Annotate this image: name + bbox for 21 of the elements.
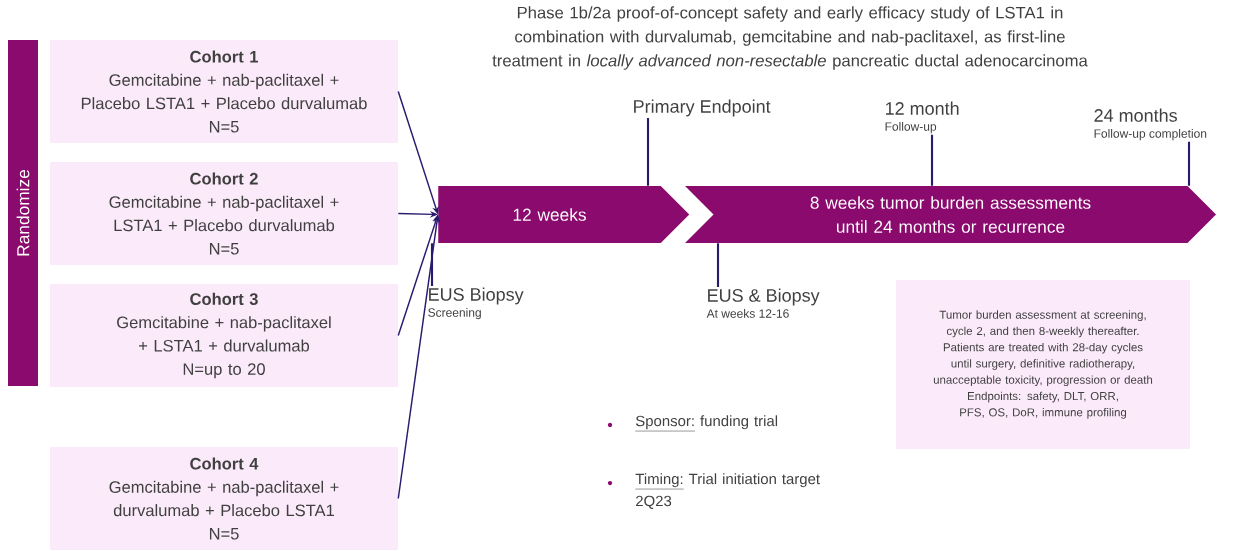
milestone-label: EUS Biopsy Screening [428,287,524,320]
timeline-tick [430,243,434,286]
cohort-box: Cohort 3 Gemcitabine + nab-paclitaxel + LSTA1 + durvalumab N=up to 20 [50,284,398,387]
timeline-tick [646,118,650,186]
timeline-tick [930,134,934,186]
cohort-box: Cohort 4 Gemcitabine + nab-paclitaxel + durvalumab + Placebo LSTA1 N=5 [50,447,398,550]
info-box: Tumor burden assessment at screening, cycle 2, and then 8-weekly thereafter. Patients are treated with 28-day cycles until surgery, definitive radiotherapy, unacceptable toxicity, progression or death Endpoints: safety, DLT, ORR, PFS, OS, DoR, immune profiling [896,280,1190,449]
timeline-tick [716,243,720,287]
milestone-label: Primary Endpoint [634,99,771,117]
randomize-bar: Randomize [8,40,38,386]
milestone-label: 12 month Follow-up [885,101,959,134]
phase-band: 12 weeks [438,186,690,243]
cohort-box: Cohort 1 Gemcitabine + nab-paclitaxel + Placebo LSTA1 + Placebo durvalumab N=5 [50,40,398,143]
title: Phase 1b/2a proof-of-concept safety and early efficacy study of LSTA1 in combination with durvalumab, gemcitabine and nab-paclitaxel, as first-line treatment in locally advanced non-resectable pancreatic ductal adenocarcinoma [492,6,1088,70]
phase-band: 8 weeks tumor burden assessments until 24 months or recurrence [685,186,1216,243]
milestone-label: EUS & Biopsy At weeks 12-16 [706,288,820,318]
bullet-text: Sponsor: funding trial [635,415,778,432]
cohort-box: Cohort 2 Gemcitabine + nab-paclitaxel + LSTA1 + Placebo durvalumab N=5 [50,162,398,265]
bullet-text: Timing: Trial initiation target 2Q23 [635,473,820,509]
timeline-tick [1187,141,1191,186]
milestone-label: 24 months Follow-up completion [1094,108,1207,141]
